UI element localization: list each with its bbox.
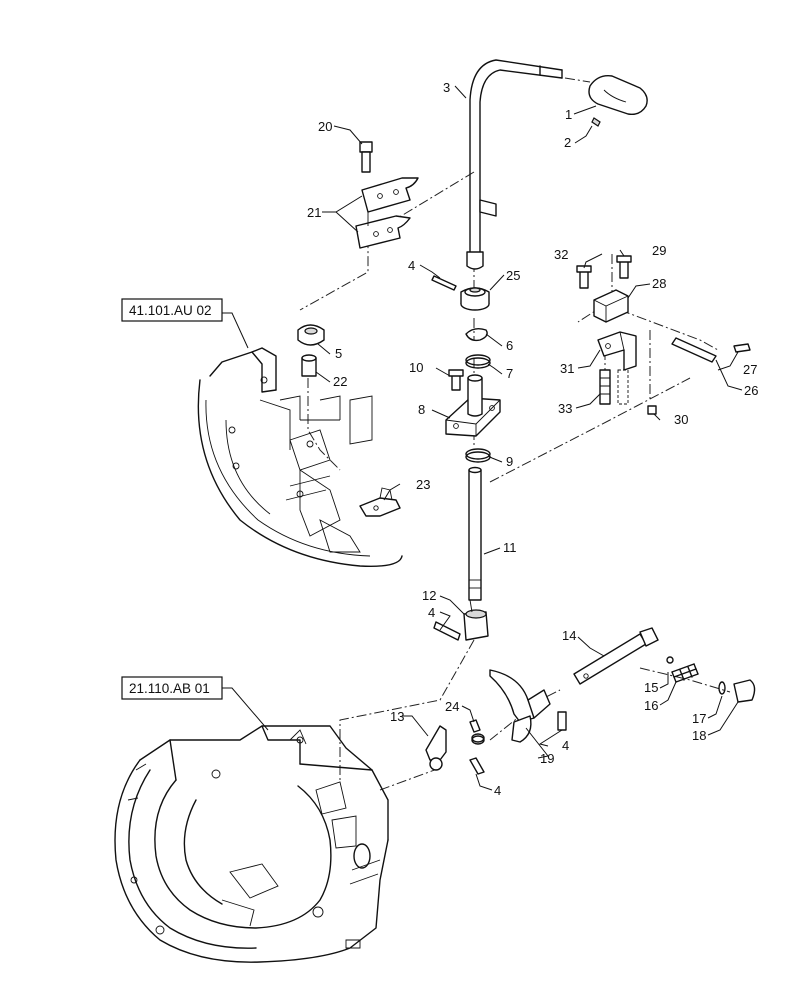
callout-13: 13 [390,709,404,724]
callout-20: 20 [318,119,332,134]
small-bracket-part [359,487,401,517]
callout-31: 31 [560,361,574,376]
knob-part [588,75,648,127]
callout-5: 5 [335,346,342,361]
callout-30: 30 [674,412,688,427]
callout-21: 21 [307,205,321,220]
retaining-rings [465,327,491,463]
callout-7: 7 [506,366,513,381]
chassis-outline-upper [197,347,403,567]
upper-bracket-part [355,141,419,249]
bushing-part [460,287,490,311]
housing-outline-lower [114,725,389,963]
reference-label-lower[interactable]: 21.110.AB 01 [129,681,210,696]
callout-8: 8 [418,402,425,417]
callout-32: 32 [554,247,568,262]
callout-6: 6 [506,338,513,353]
callout-9: 9 [506,454,513,469]
callout-19: 19 [540,751,554,766]
callout-24: 24 [445,699,459,714]
callout-26: 26 [744,383,758,398]
callout-1: 1 [565,107,572,122]
mount-plate-part [445,369,501,437]
selector-rail-part [573,627,756,703]
callout-25: 25 [506,268,520,283]
callout-17: 17 [692,711,706,726]
collar-part [463,599,489,641]
reference-box-lower[interactable]: 21.110.AB 01 [121,676,223,700]
callout-4-fork: 4 [562,738,569,753]
callout-4-mid: 4 [428,605,435,620]
callout-23: 23 [416,477,430,492]
shift-lever-part [466,59,563,270]
callout-4-upper: 4 [408,258,415,273]
callout-14: 14 [562,628,576,643]
callout-11: 11 [503,540,517,555]
callout-labels: 1 2 3 20 21 4 25 6 7 10 8 9 11 12 4 14 1… [307,80,758,798]
leader-lines [222,85,743,791]
reference-label-upper[interactable]: 41.101.AU 02 [129,303,212,318]
callout-12: 12 [422,588,436,603]
callout-29: 29 [652,243,666,258]
callout-28: 28 [652,276,666,291]
callout-16: 16 [644,698,658,713]
assembly-lines [299,77,731,791]
callout-3: 3 [443,80,450,95]
callout-15: 15 [644,680,658,695]
callout-10: 10 [409,360,423,375]
callout-33: 33 [558,401,572,416]
callout-4-lower: 4 [494,783,501,798]
callout-18: 18 [692,728,706,743]
switch-assembly [576,255,751,415]
pin-part [431,275,567,775]
callout-2: 2 [564,135,571,150]
grommet-part [297,324,325,377]
shift-shaft-part [468,466,482,601]
callout-22: 22 [333,374,347,389]
callout-27: 27 [743,362,757,377]
shift-fork-part [425,669,551,771]
reference-box-upper[interactable]: 41.101.AU 02 [121,298,223,322]
